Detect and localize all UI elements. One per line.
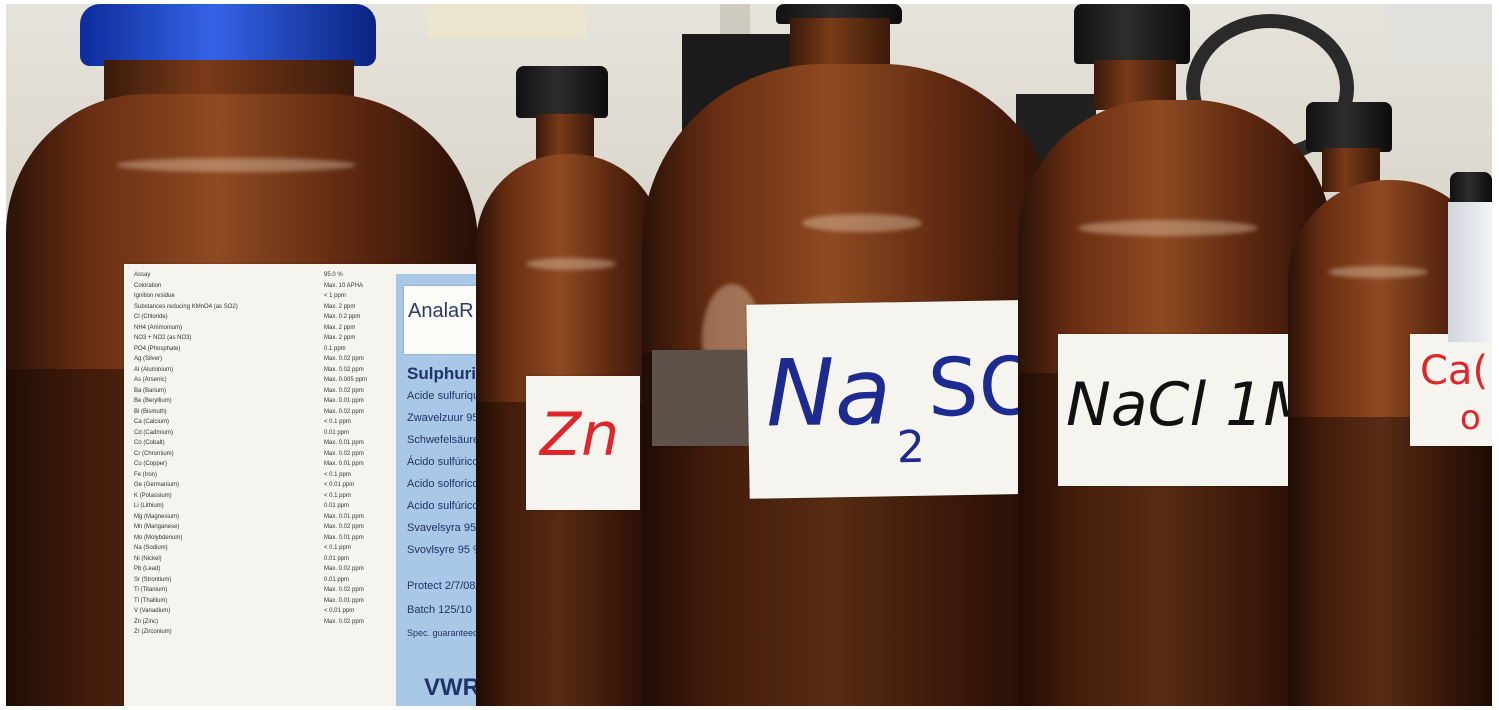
na-sub-2: 2 bbox=[896, 421, 926, 474]
ca-label: Ca( o bbox=[1410, 334, 1492, 446]
zn-label: Zn bbox=[526, 376, 640, 510]
translation-1: Zwavelzuur 95 % bbox=[407, 412, 492, 424]
wall-shelf bbox=[426, 4, 586, 38]
translation-7: Svovlsyre 95 % bbox=[407, 544, 483, 556]
brand-text: AnalaR N bbox=[408, 300, 494, 322]
analar-brand-box: AnalaR N bbox=[404, 286, 494, 354]
small-bottle bbox=[1448, 202, 1492, 342]
nacl-label: NaCl 1M bbox=[1058, 334, 1330, 486]
spec-values: 95.0 % Max. 10 APHA < 1 ppm Max. 2 ppm M… bbox=[324, 272, 368, 625]
translation-4: Acido solforico bbox=[407, 478, 479, 490]
spec-list: Assay Coloration Ignition residue Substa… bbox=[134, 272, 238, 635]
blue-cap bbox=[80, 4, 376, 66]
nacl-cap bbox=[1074, 4, 1190, 64]
translation-5: Acido sulfúrico bbox=[407, 500, 479, 512]
ca-line-2: o bbox=[1460, 398, 1481, 438]
small-bottle-cap bbox=[1450, 172, 1492, 206]
na-text: Na bbox=[764, 338, 893, 448]
translation-2: Schwefelsäure 9 bbox=[407, 434, 489, 446]
right-shelf bbox=[1386, 4, 1492, 64]
ca-line-1: Ca( bbox=[1420, 348, 1489, 394]
translation-0: Acide sulfurique bbox=[407, 390, 486, 402]
zn-text: Zn bbox=[540, 400, 620, 470]
batch-line: Batch 125/10 bbox=[407, 604, 472, 616]
analar-spec-label: Assay Coloration Ignition residue Substa… bbox=[124, 264, 500, 706]
translation-3: Ácido sulfúrico bbox=[407, 456, 479, 468]
nacl-text: NaCl 1M bbox=[1066, 370, 1316, 440]
spec-line: Spec. guaranteed bbox=[407, 628, 479, 638]
vwr-logo: VWR bbox=[424, 674, 480, 701]
translation-6: Svavelsyra 95 % bbox=[407, 522, 489, 534]
zn-cap bbox=[516, 66, 608, 118]
tape-band bbox=[652, 350, 762, 446]
protect-line: Protect 2/7/08/ bbox=[407, 580, 479, 592]
ca-cap bbox=[1306, 102, 1392, 152]
reagent-bottles-photo: Assay Coloration Ignition residue Substa… bbox=[6, 4, 1492, 706]
